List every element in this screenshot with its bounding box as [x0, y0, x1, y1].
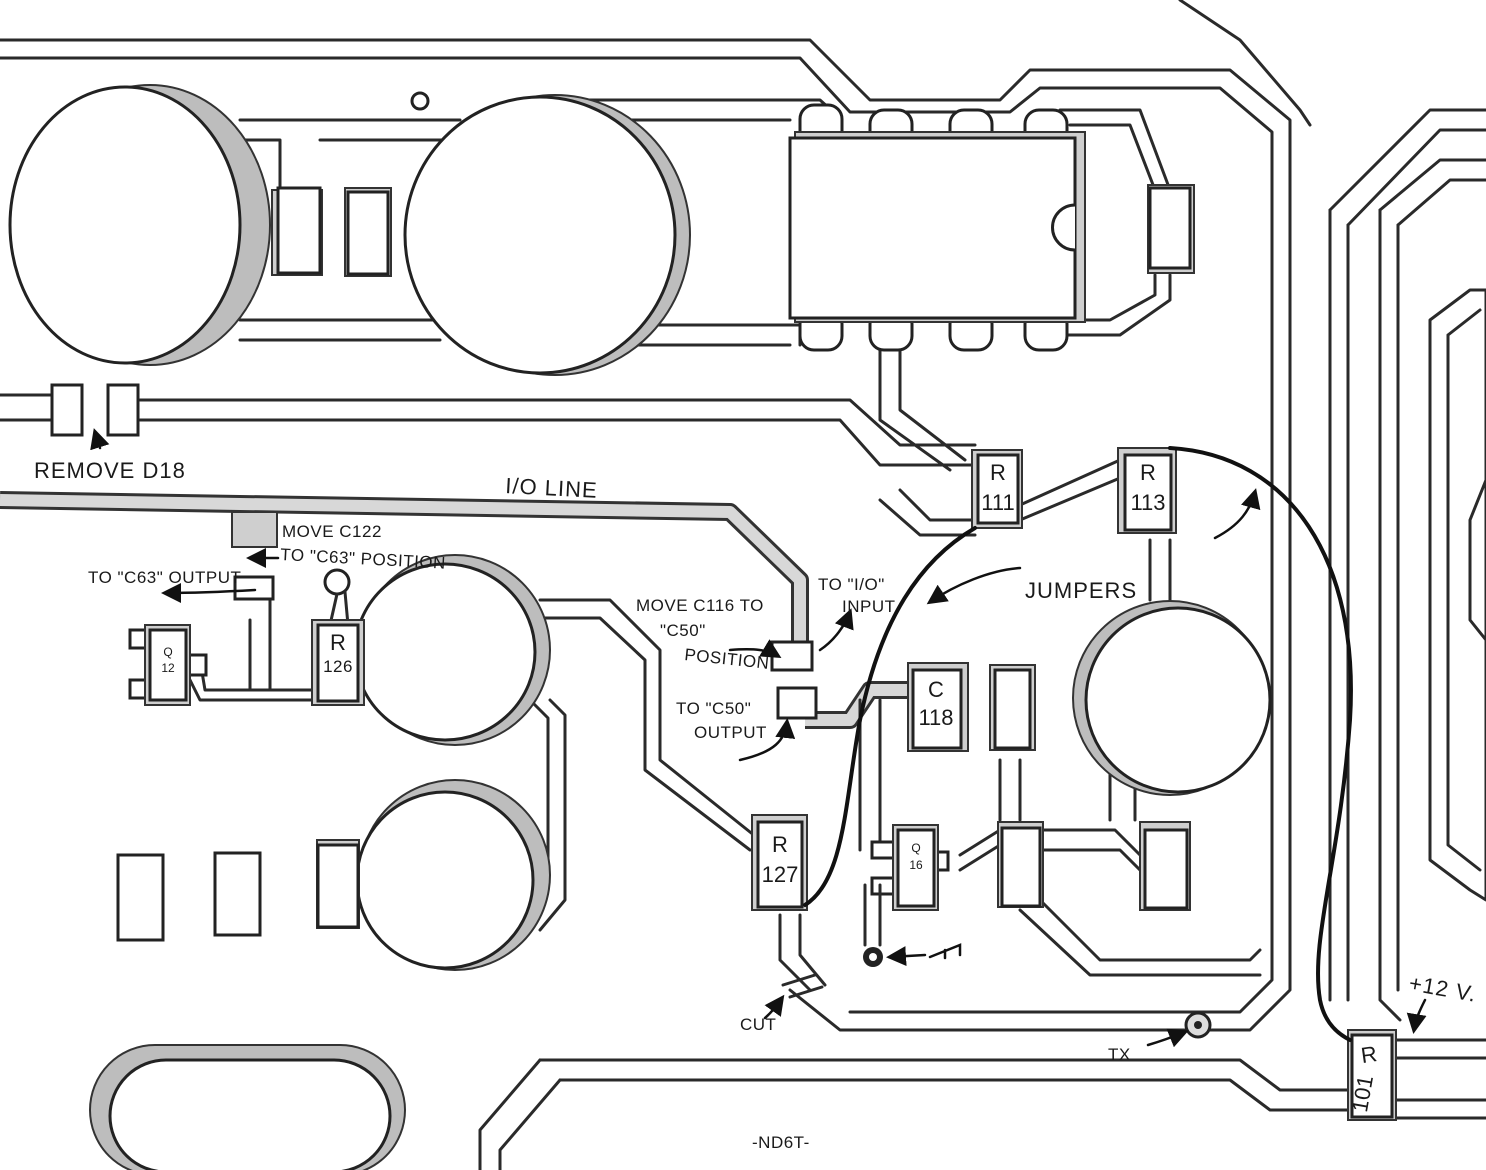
capacitor-c118: C 118: [907, 662, 969, 752]
jumper-r113-r101: [1168, 446, 1353, 1042]
r127-number: 127: [762, 862, 799, 887]
cut-mark: [781, 973, 824, 999]
io-line-label: I/O LINE: [505, 473, 599, 503]
oval-pad: [89, 1044, 406, 1170]
tx-label: TX: [1108, 1045, 1131, 1064]
to-io-input-line2: INPUT: [842, 597, 896, 616]
q12-letter: Q: [163, 645, 172, 659]
resistor-r101: R 101: [1347, 1029, 1397, 1121]
jumper-wires: [803, 446, 1353, 1042]
plus-12v-label: +12 V.: [1407, 970, 1479, 1006]
capacitor-middle-left: [353, 554, 551, 746]
annotations: REMOVE D18 I/O LINE MOVE C122 TO "C63" P…: [34, 458, 1479, 1152]
r111-letter: R: [990, 460, 1006, 485]
signature: -ND6T-: [752, 1133, 810, 1152]
jumpers-label: JUMPERS: [1025, 578, 1137, 603]
q16-number: 16: [909, 858, 923, 872]
q16-letter: Q: [911, 841, 920, 855]
r101-letter: R: [1359, 1041, 1378, 1068]
transistor-q12: Q 12: [144, 624, 191, 706]
resistor-r127: R 127: [751, 814, 808, 911]
ic-package: [788, 103, 1086, 352]
cut-label: CUT: [740, 1015, 776, 1034]
io-line-trace: [0, 491, 809, 650]
r113-number: 113: [1130, 490, 1165, 515]
resistor-r113: R 113: [1117, 447, 1177, 534]
c118-number: 118: [918, 705, 953, 730]
capacitor-top-left: [8, 84, 271, 366]
r126-number: 126: [323, 657, 353, 676]
move-c116-line2: "C50": [660, 621, 706, 640]
r126-letter: R: [330, 630, 346, 655]
resistor-r111: R 111: [971, 449, 1023, 529]
q12-number: 12: [161, 661, 175, 675]
jumper-r111-r127: [803, 526, 977, 907]
capacitor-bottom-middle: [355, 779, 551, 971]
move-c122-line2: TO "C63" POSITION: [280, 545, 447, 573]
r127-letter: R: [772, 832, 788, 857]
to-c50-output-line2: OUTPUT: [694, 723, 767, 742]
to-c50-output-line1: TO "C50": [676, 699, 751, 718]
r111-number: 111: [981, 490, 1014, 515]
to-c63-output-label: TO "C63" OUTPUT: [88, 568, 241, 587]
remove-d18-label: REMOVE D18: [34, 458, 186, 483]
capacitor-top-center: [403, 94, 691, 376]
move-c116-line1: MOVE C116 TO: [636, 596, 764, 615]
c118-letter: C: [928, 677, 944, 702]
move-c122-line1: MOVE C122: [282, 522, 382, 541]
capacitor-right: [1072, 600, 1272, 796]
transistor-q16: Q 16: [892, 824, 939, 911]
r113-letter: R: [1140, 460, 1156, 485]
resistor-r126: R 126: [311, 619, 365, 706]
to-io-input-line1: TO "I/O": [818, 575, 885, 594]
annotation-arrows: [90, 428, 1427, 1048]
